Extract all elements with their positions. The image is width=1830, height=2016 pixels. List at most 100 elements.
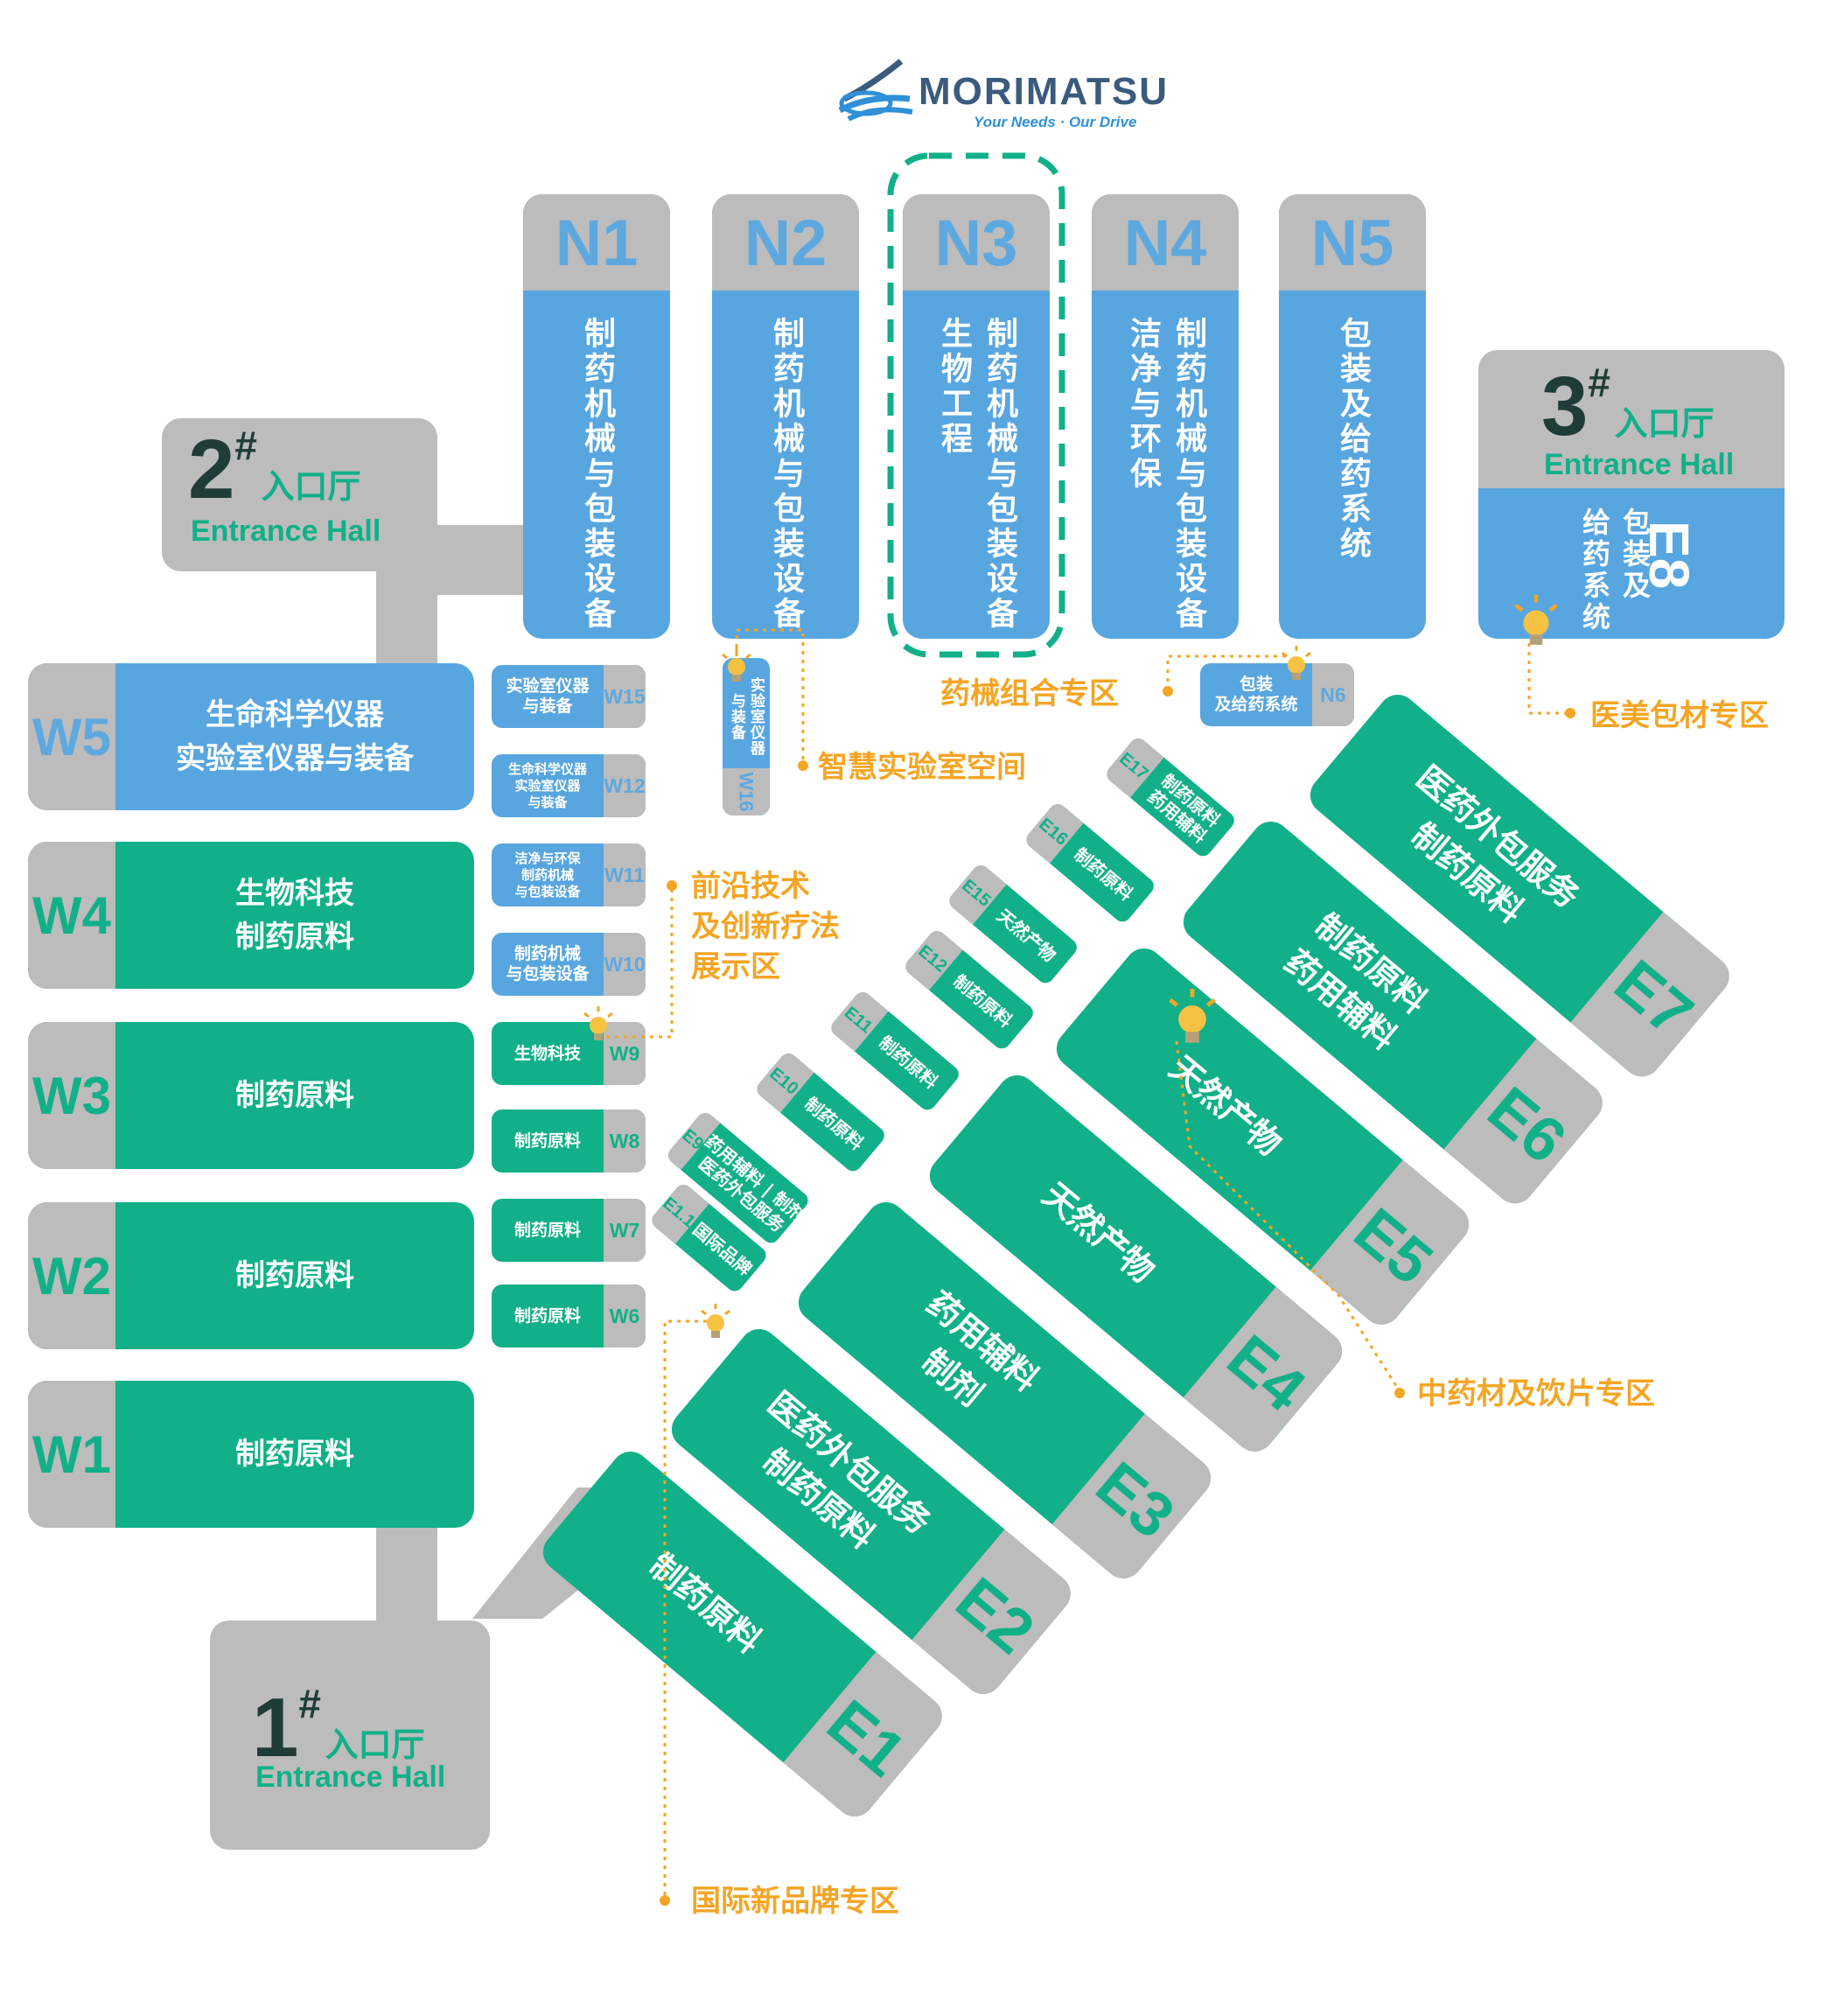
hall-w3[interactable]: W3 制药原料	[28, 1022, 474, 1169]
leader-frontier	[597, 886, 674, 1039]
hall-n6[interactable]: 包装 及给药系统 N6	[1200, 663, 1354, 726]
entrance-hall-1-en: Entrance Hall	[255, 1760, 446, 1794]
hall-w9-tag: W9	[604, 1022, 646, 1085]
hall-w1[interactable]: W1 制药原料	[28, 1381, 474, 1528]
lightbulb-icon	[701, 1304, 730, 1338]
annotation-smart-lab: 智慧实验室空间	[818, 750, 1026, 785]
entrance-1-cn: 入口厅	[325, 1726, 425, 1764]
hall-w2-tag: W2	[28, 1202, 115, 1349]
leader-tcm	[1175, 1040, 1401, 1392]
entrance-1-hash: #	[298, 1681, 321, 1726]
hall-n5-text: 包装及给药系统	[1335, 317, 1371, 562]
hall-w6-text: 制药原料	[513, 1306, 581, 1326]
entrance-hall-1-label: 1# 入口厅	[252, 1680, 424, 1776]
hall-n3-tag: N3	[903, 194, 1050, 290]
hall-w8[interactable]: 制药原料 W8	[492, 1110, 646, 1172]
annotation-intl-brand: 国际新品牌专区	[691, 1884, 899, 1919]
hall-w12-text: 生命科学仪器 实验室仪器 与装备	[507, 760, 587, 810]
leader-intl-brand	[663, 1320, 716, 1899]
entrance-hall-2-en: Entrance Hall	[191, 514, 381, 548]
leader-medical-beauty	[1527, 643, 1566, 715]
entrance-3-hash: #	[1588, 360, 1610, 405]
lightbulb-icon	[583, 1006, 613, 1040]
hall-w4[interactable]: W4 生物科技 制药原料	[28, 842, 474, 989]
hall-w7[interactable]: 制药原料 W7	[492, 1199, 646, 1262]
hall-w1-text: 制药原料	[235, 1437, 354, 1472]
hall-n5[interactable]: N5 包装及给药系统	[1279, 194, 1426, 639]
hall-w5-tag: W5	[28, 663, 115, 810]
hall-w2[interactable]: W2 制药原料	[28, 1202, 474, 1349]
hall-n3-text: 制药机械与包装设备 生物工程	[936, 317, 1017, 632]
lightbulb-icon	[1514, 595, 1558, 645]
hall-w6-tag: W6	[604, 1284, 646, 1348]
hall-w3-tag: W3	[28, 1022, 115, 1169]
hall-w4-text: 生物科技 制药原料	[235, 876, 354, 955]
hall-w15[interactable]: 实验室仪器 与装备 W15	[492, 665, 646, 728]
entrance-3-cn: 入口厅	[1614, 404, 1715, 443]
hall-w11-text: 洁净与环保 制药机械 与包装设备	[514, 850, 581, 900]
hall-w4-tag: W4	[28, 842, 115, 989]
logo-name: MORIMATSU	[918, 70, 1170, 113]
hall-w5-text: 生命科学仪器 实验室仪器与装备	[176, 697, 414, 776]
entrance-3-number: 3	[1541, 360, 1589, 453]
hall-w1-tag: W1	[28, 1381, 115, 1528]
hall-w7-tag: W7	[604, 1199, 646, 1262]
hall-n6-tag: N6	[1312, 663, 1354, 726]
hall-n1[interactable]: N1 制药机械与包装设备	[523, 194, 670, 639]
dot-intl-brand	[660, 1895, 670, 1906]
hall-w10[interactable]: 制药机械 与包装设备 W10	[492, 933, 646, 996]
hall-w12-tag: W12	[604, 754, 646, 817]
hall-w15-tag: W15	[604, 665, 646, 728]
hall-w11[interactable]: 洁净与环保 制药机械 与包装设备 W11	[492, 844, 646, 906]
hall-w7-text: 制药原料	[513, 1220, 581, 1240]
hall-w10-tag: W10	[604, 933, 646, 996]
hall-w12[interactable]: 生命科学仪器 实验室仪器 与装备 W12	[492, 754, 646, 817]
hall-w16[interactable]: 实验室仪器 与装备 W16	[723, 658, 770, 816]
logo-tagline: Your Needs · Our Drive	[974, 114, 1137, 130]
hall-w16-text: 实验室仪器 与装备	[728, 677, 765, 756]
entrance-hall-2	[162, 418, 437, 571]
dot-frontier	[667, 880, 677, 891]
dot-tcm	[1394, 1388, 1405, 1398]
annotation-medical-beauty: 医美包材专区	[1590, 698, 1769, 733]
hall-w11-tag: W11	[604, 844, 646, 906]
lightbulb-icon	[722, 648, 751, 682]
hall-w6[interactable]: 制药原料 W6	[492, 1284, 646, 1348]
entrance-2-cn: 入口厅	[261, 467, 361, 506]
dot-medical-beauty	[1565, 708, 1575, 718]
hall-w9-text: 生物科技	[513, 1043, 581, 1063]
hall-w8-text: 制药原料	[513, 1130, 581, 1151]
hall-w15-text: 实验室仪器 与装备	[506, 676, 590, 716]
hall-e8-text: 包装及 给药系统	[1578, 508, 1652, 634]
hall-n4[interactable]: N4 制药机械与包装设备 洁净与环保	[1092, 194, 1239, 639]
entrance-hall-3	[1478, 350, 1785, 639]
hall-n4-tag: N4	[1092, 194, 1239, 290]
hall-n6-text: 包装 及给药系统	[1214, 675, 1298, 714]
entrance-2-hash: #	[234, 423, 257, 468]
hall-n4-text: 制药机械与包装设备 洁净与环保	[1125, 317, 1206, 632]
logo-wave-icon	[838, 59, 913, 122]
corridor-w1	[376, 1522, 437, 1636]
hall-n1-tag: N1	[523, 194, 670, 290]
lightbulb-icon	[1169, 989, 1216, 1043]
entrance-hall-3-label: 3# 入口厅	[1541, 359, 1714, 455]
hall-w2-text: 制药原料	[235, 1258, 354, 1293]
entrance-hall-1	[210, 1620, 490, 1850]
annotation-tcm: 中药材及饮片专区	[1417, 1376, 1655, 1411]
entrance-1-number: 1	[252, 1681, 299, 1774]
entrance-hall-2-label: 2# 入口厅	[188, 422, 360, 518]
entrance-hall-3-en: Entrance Hall	[1544, 448, 1735, 481]
hall-w9[interactable]: 生物科技 W9	[492, 1022, 646, 1085]
morimatsu-logo: MORIMATSU Your Needs · Our Drive	[835, 51, 1167, 130]
hall-n2[interactable]: N2 制药机械与包装设备	[712, 194, 859, 639]
hall-w8-tag: W8	[604, 1110, 646, 1172]
annotation-combo-zone: 药械组合专区	[940, 676, 1119, 711]
hall-n2-text: 制药机械与包装设备	[768, 317, 804, 632]
hall-n3[interactable]: N3 制药机械与包装设备 生物工程	[903, 194, 1050, 639]
lightbulb-icon	[1282, 646, 1311, 680]
hall-w5[interactable]: W5 生命科学仪器 实验室仪器与装备	[28, 663, 474, 810]
hall-n1-text: 制药机械与包装设备	[579, 317, 615, 632]
